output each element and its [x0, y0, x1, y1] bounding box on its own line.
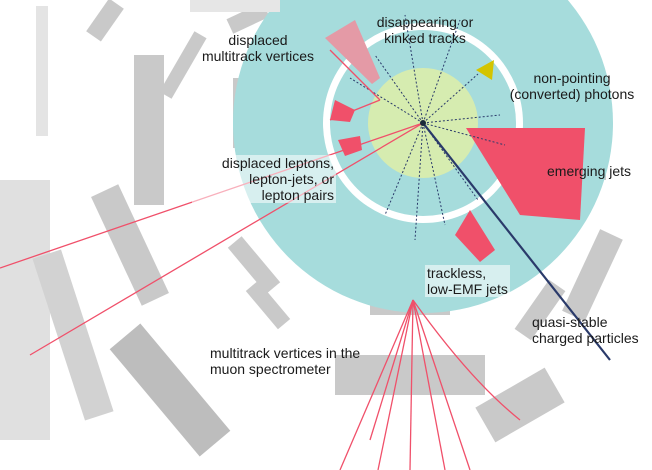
label-trackless-jets: trackless, low-EMF jets [425, 265, 510, 297]
muon-line [377, 299, 414, 470]
track [422, 114, 501, 124]
track [414, 122, 424, 241]
muon-chamber [159, 31, 207, 99]
muon-chamber [36, 6, 48, 136]
photon-wedge [476, 60, 494, 80]
muon-chamber [227, 236, 281, 294]
track [422, 122, 611, 361]
signature-wedges [325, 20, 585, 262]
muon-chamber [91, 184, 169, 306]
lepton-line [329, 99, 381, 121]
lepton-line [29, 122, 424, 356]
muon-line [412, 299, 471, 470]
muon-chamber [109, 323, 231, 457]
track [384, 122, 424, 216]
muon-chambers [0, 0, 623, 457]
lepton-line [329, 49, 381, 101]
label-quasi-stable: quasi-stable charged particles [532, 314, 639, 346]
label-displaced-leptons: displaced leptons, lepton-jets, or lepto… [192, 155, 336, 203]
track [422, 122, 446, 226]
track [422, 73, 479, 124]
label-muon-vertices: multitrack vertices in the muon spectrom… [210, 345, 361, 377]
muon-chamber [475, 367, 565, 443]
track [374, 54, 424, 124]
muon-chamber [514, 279, 566, 341]
label-disappearing-tracks: disappearing or kinked tracks [376, 14, 474, 46]
tracks [349, 14, 611, 361]
lepton-wedge-1 [330, 100, 355, 122]
trackless-jet-wedge [455, 210, 495, 262]
displaced-vertex-wedge [325, 20, 380, 84]
muon-line [409, 299, 414, 470]
label-non-pointing-photons: non-pointing (converted) photons [509, 70, 635, 102]
muon-chamber [0, 180, 50, 440]
interaction-point [420, 120, 426, 126]
muon-chamber [335, 355, 485, 395]
muon-chamber [562, 229, 623, 322]
muon-chamber [86, 0, 124, 42]
muon-line [339, 299, 414, 470]
muon-chamber [134, 55, 164, 205]
muon-chamber [245, 280, 291, 330]
label-displaced-vertices: displaced multitrack vertices [201, 32, 315, 64]
emerging-jet-wedge [466, 128, 585, 220]
label-emerging-jets: emerging jets [547, 163, 632, 179]
muon-line [412, 299, 521, 421]
muon-line [369, 299, 414, 441]
lepton-wedge-2 [338, 136, 362, 156]
muon-line [412, 299, 446, 470]
muon-chamber [32, 249, 114, 421]
muon-vertex-lines [339, 299, 521, 470]
